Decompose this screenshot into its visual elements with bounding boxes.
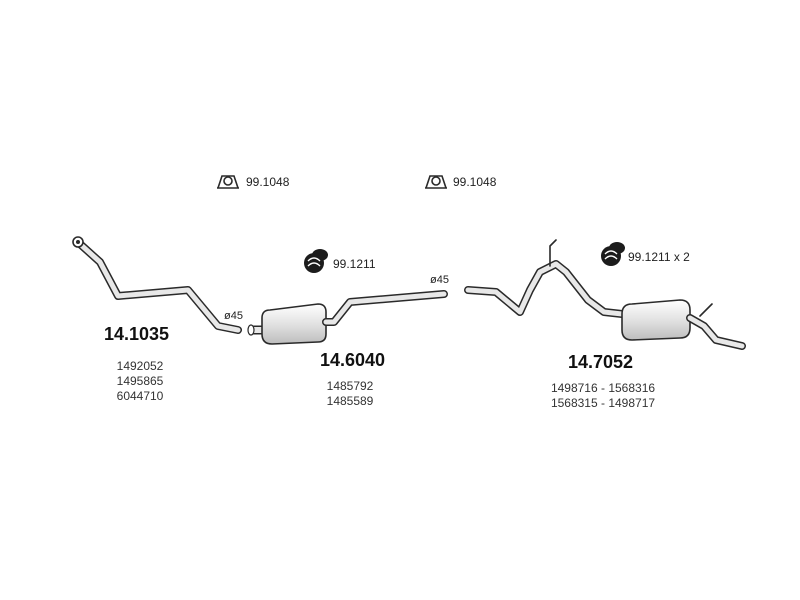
reference-number: 1495865 — [116, 374, 164, 388]
clamp-code-right: 99.1048 — [453, 175, 497, 189]
reference-list-14-6040: 1485792 1485589 — [318, 379, 382, 409]
part-number-14-6040: 14.6040 — [320, 350, 386, 370]
hanger-code-middle: 99.1211 — [333, 257, 376, 271]
reference-number: 1498716 - 1568316 — [550, 381, 656, 395]
rear-silencer-14-7052 — [464, 239, 746, 350]
front-pipe-14-1035 — [72, 236, 242, 334]
part-number-14-7052: 14.7052 — [568, 352, 634, 372]
diameter-label-middle: ø45 — [430, 274, 449, 286]
reference-number: 1568315 - 1498717 — [550, 396, 656, 410]
hanger-code-right: 99.1211 x 2 — [628, 250, 690, 264]
part-number-14-1035: 14.1035 — [104, 324, 170, 344]
reference-number: 6044710 — [116, 389, 164, 403]
clamp-code-left: 99.1048 — [246, 175, 290, 189]
reference-number: 1485792 — [326, 379, 374, 393]
diameter-label-front: ø45 — [224, 310, 243, 322]
reference-list-14-1035: 1492052 1495865 6044710 — [108, 359, 172, 404]
rubber-hanger-icon — [601, 242, 625, 266]
clamp-icon — [217, 175, 239, 189]
middle-silencer-14-6040 — [247, 290, 448, 345]
reference-list-14-7052: 1498716 - 1568316 1568315 - 1498717 — [538, 381, 668, 411]
reference-number: 1485589 — [326, 394, 374, 408]
rubber-hanger-icon — [304, 249, 328, 273]
clamp-icon — [425, 175, 447, 189]
reference-number: 1492052 — [116, 359, 164, 373]
